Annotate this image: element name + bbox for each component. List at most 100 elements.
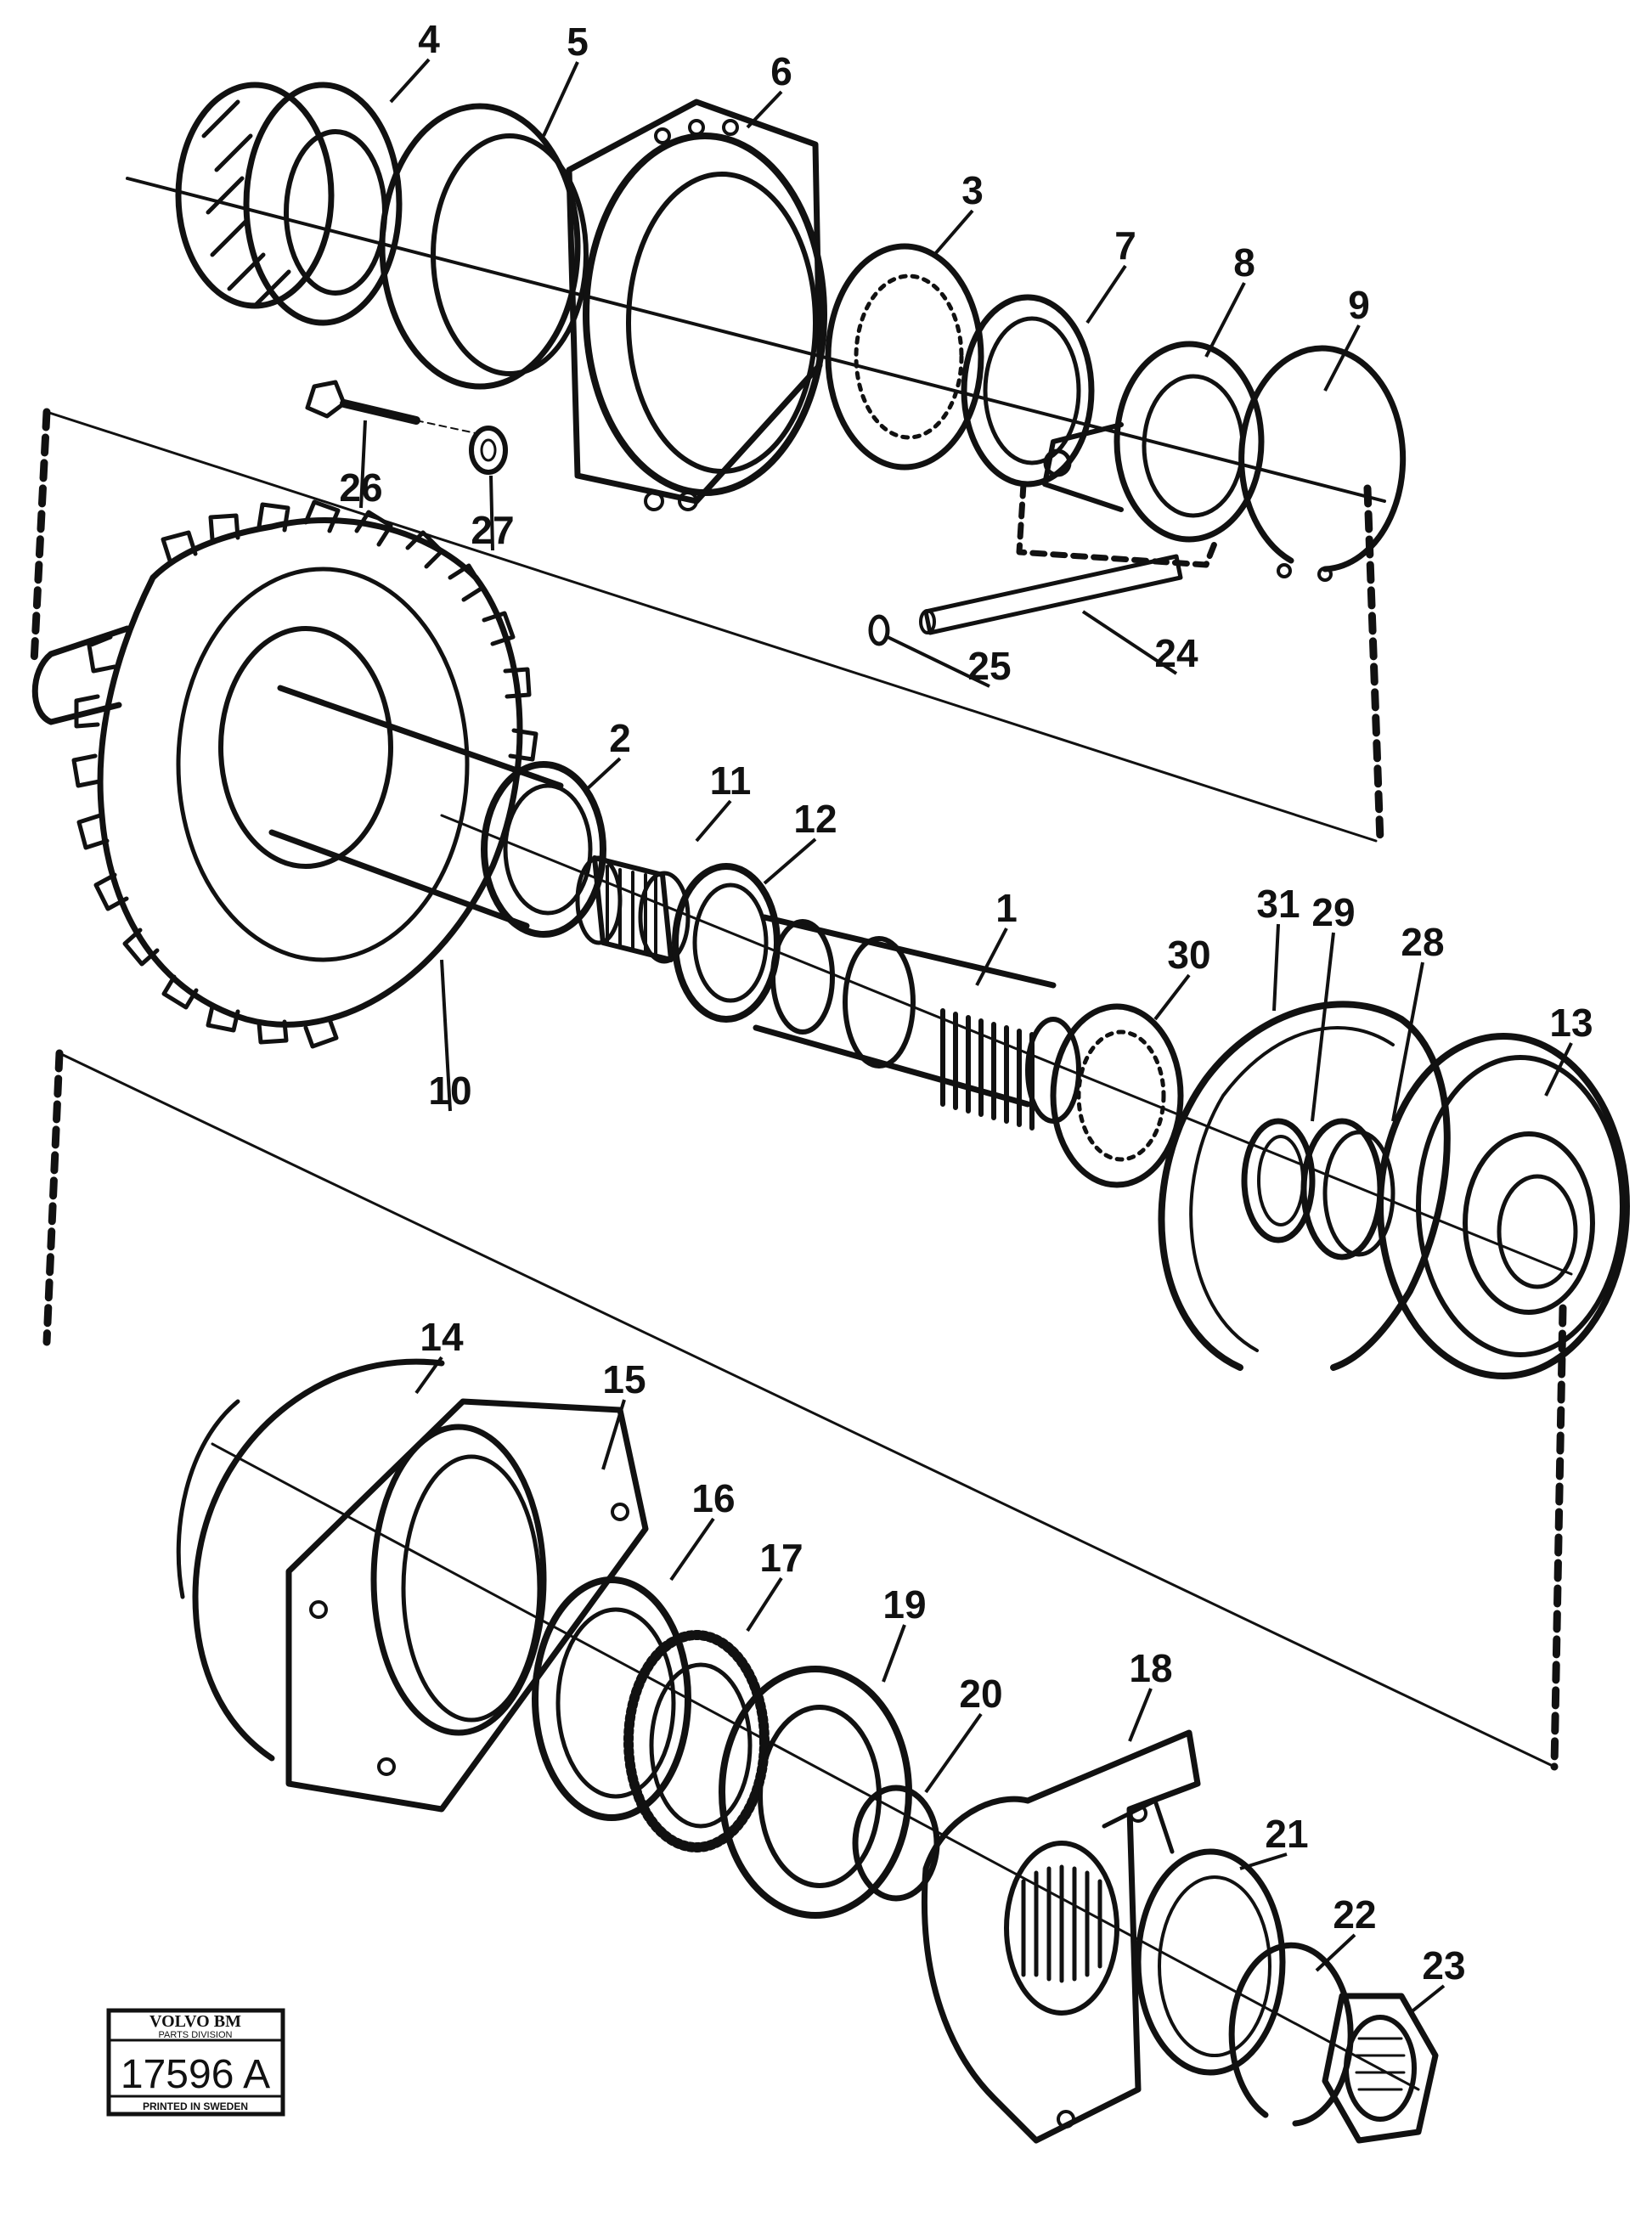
callout-label-15: 15 [602,1357,646,1401]
callout-leader-19 [882,1624,906,1683]
snap-ring-9 [1238,345,1407,582]
stamp-code: 17596 A [121,2052,270,2097]
callout-label-28: 28 [1401,920,1444,964]
callout-leader-24 [1081,610,1178,675]
pin-24 [919,554,1183,635]
callout-leader-11 [695,799,732,843]
callout-label-18: 18 [1129,1646,1172,1690]
needle-bearing-11 [575,855,691,964]
callout-leader-5 [542,61,579,137]
callout-leader-18 [1128,1688,1153,1742]
callout-label-14: 14 [420,1315,464,1359]
callout-label-11: 11 [710,758,752,803]
callout-label-24: 24 [1154,631,1198,675]
callout-label-4: 4 [418,17,440,61]
callout-label-27: 27 [471,508,514,552]
clip-25 [868,614,890,646]
callout-leader-14 [414,1356,443,1395]
ring-2 [481,761,606,938]
callout-leader-25 [887,635,990,688]
callout-label-21: 21 [1265,1812,1308,1856]
thrust-bearing-30 [1050,1003,1184,1188]
callout-leader-4 [389,58,431,104]
callout-label-1: 1 [995,886,1018,930]
callout-leader-8 [1204,282,1246,358]
callout-leader-6 [746,90,783,129]
callout-label-8: 8 [1233,240,1255,285]
callout-label-30: 30 [1167,933,1210,977]
callout-label-17: 17 [759,1536,803,1580]
ring-21 [1135,1848,1286,2076]
callout-leader-17 [746,1576,783,1632]
spur-gear-10 [31,499,564,1049]
callout-leader-10 [440,959,452,1112]
callout-label-2: 2 [609,716,631,760]
callout-label-20: 20 [959,1672,1002,1716]
callout-leader-23 [1408,1984,1446,2015]
tapered-roller-bearing-4 [175,82,403,326]
group-a-components [126,82,1407,646]
callout-leader-22 [1315,1933,1356,1972]
assembly-bracket-a [30,408,1384,845]
splined-shaft-1 [753,914,1081,1131]
felt-ring-17 [623,1630,770,1852]
callout-label-23: 23 [1422,1943,1465,1988]
callout-label-29: 29 [1311,890,1355,934]
washer-27 [469,426,508,475]
ball-bearing-13 [1377,1033,1630,1379]
callout-leader-2 [584,757,622,792]
callout-label-9: 9 [1348,283,1370,327]
callout-leader-9 [1323,324,1361,392]
callout-leader-15 [601,1399,626,1470]
group-b-components [31,499,1630,1379]
callout-leader-26 [359,420,367,509]
callout-leader-21 [1239,1852,1288,1870]
parts-stamp: VOLVO BM PARTS DIVISION 17596 A PRINTED … [106,2008,285,2117]
callout-label-13: 13 [1549,1001,1593,1045]
bearing-cup-5 [379,103,589,390]
callout-leader-28 [1391,961,1424,1122]
callout-leader-12 [763,837,817,885]
callout-leader-27 [489,475,494,551]
callout-leader-31 [1272,923,1280,1012]
callout-label-10: 10 [428,1069,471,1113]
callout-label-7: 7 [1114,223,1136,268]
callout-label-22: 22 [1333,1892,1376,1937]
callout-label-25: 25 [967,644,1011,688]
callout-label-3: 3 [961,168,984,212]
flange-plate-15 [285,1398,649,1813]
callout-label-5: 5 [567,20,589,64]
callout-leader-29 [1311,932,1335,1122]
callout-label-19: 19 [882,1582,926,1627]
callout-leader-16 [669,1517,715,1582]
callout-leader-20 [924,1712,983,1794]
ring-7 [961,294,1095,488]
callout-leader-3 [933,209,974,257]
circlip-31 [1158,1001,1451,1371]
bolt-26 [305,380,476,434]
stamp-division: PARTS DIVISION [158,2030,232,2040]
callout-label-12: 12 [793,797,837,841]
bearing-housing-6 [566,99,827,511]
stamp-printed: PRINTED IN SWEDEN [143,2100,248,2112]
yoke-flange-18 [921,1729,1201,2144]
group-c-components [176,1358,1439,2144]
stamp-brand: VOLVO BM [149,2012,241,2031]
assembly-bracket-b [42,1049,1567,1771]
callout-leader-1 [975,928,1008,986]
callout-leader-13 [1544,1042,1573,1097]
callout-leader-30 [1153,973,1191,1021]
fork-8 [1042,341,1265,543]
callout-label-26: 26 [339,465,382,510]
seal-16 [532,1576,691,1821]
callout-leader-7 [1085,264,1127,324]
callout-label-31: 31 [1256,882,1300,926]
callout-label-6: 6 [770,49,792,93]
thrust-bearing-3 [825,243,984,471]
snap-ring-22 [1228,1942,1354,2127]
cover-14 [176,1358,445,1762]
nut-23 [1322,1993,1439,2144]
ring-12 [672,863,781,1023]
